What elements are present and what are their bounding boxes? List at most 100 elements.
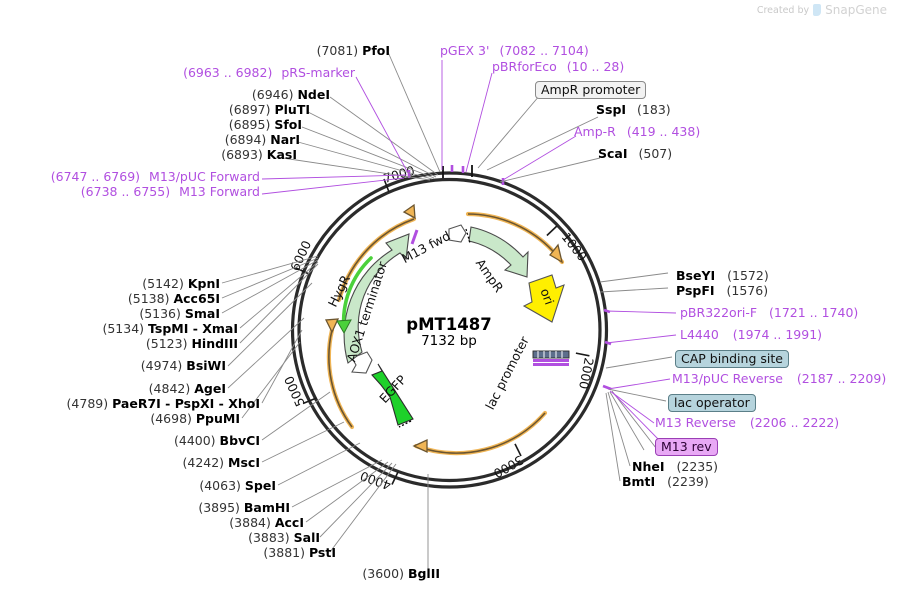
- label-kpnI[interactable]: (5142) KpnI: [60, 276, 220, 291]
- label-pstI[interactable]: (3881) PstI: [136, 545, 336, 560]
- label-bamHI[interactable]: (3895) BamHI: [90, 500, 290, 515]
- label-ppuMI-name: PpuMI: [195, 411, 240, 426]
- label-m13-puc-reverse-pos: (2187 .. 2209): [796, 371, 887, 386]
- label-prs-marker-name: pRS-marker: [281, 65, 355, 80]
- label-m13-forward[interactable]: (6738 .. 6755) M13 Forward: [58, 185, 260, 199]
- feature-m13-fwd: [410, 229, 419, 245]
- label-m13-puc-forward[interactable]: (6747 .. 6769) M13/pUC Forward: [48, 170, 260, 184]
- label-mscI[interactable]: (4242) MscI: [60, 455, 260, 470]
- label-m13-rev[interactable]: M13 rev: [655, 438, 718, 457]
- label-sfoI-name: SfoI: [274, 117, 302, 132]
- label-smaI-pos: (5136): [139, 306, 181, 321]
- label-ageI[interactable]: (4842) AgeI: [60, 381, 226, 396]
- label-m13-puc-reverse[interactable]: M13/pUC Reverse (2187 .. 2209): [672, 371, 887, 386]
- label-pspFI-pos: (1576): [726, 283, 769, 298]
- label-bseYI[interactable]: BseYI (1572): [676, 269, 769, 283]
- label-accI-name: AccI: [274, 515, 304, 530]
- label-ampr-promoter[interactable]: AmpR promoter: [535, 81, 647, 100]
- orientation-arrowheads: [324, 203, 563, 454]
- feature-ori: [522, 274, 565, 323]
- label-acc65I[interactable]: (5138) Acc65I: [60, 292, 220, 306]
- label-mscI-pos: (4242): [182, 455, 225, 470]
- label-pstI-name: PstI: [308, 545, 336, 560]
- label-bsiWI[interactable]: (4974) BsiWI: [60, 358, 226, 373]
- leader-lines-left: [221, 255, 429, 572]
- label-pbr322ori-f-name: pBR322ori-F: [680, 305, 758, 320]
- label-salI[interactable]: (3883) SalI: [120, 530, 320, 545]
- label-l4440[interactable]: L4440 (1974 .. 1991): [680, 327, 823, 342]
- label-pbrforeco[interactable]: pBRforEco (10 .. 28): [492, 59, 625, 74]
- plasmid-name: pMT1487: [406, 315, 492, 334]
- label-scaI[interactable]: ScaI (507): [598, 146, 672, 161]
- label-tspmI-pos: (5134): [102, 321, 145, 336]
- cut-site-ticks: [442, 165, 473, 178]
- label-narI[interactable]: (6894) NarI: [168, 132, 300, 147]
- label-kasI[interactable]: (6893) KasI: [165, 147, 297, 162]
- label-kasI-name: KasI: [266, 147, 297, 162]
- label-accI-pos: (3884): [229, 515, 271, 530]
- plasmid-size: 7132 bp: [421, 333, 477, 349]
- label-paeR7I-pspXI-xhoI[interactable]: (4789) PaeR7I - PspXI - XhoI: [8, 397, 260, 411]
- label-narI-name: NarI: [270, 132, 300, 147]
- label-bamHI-name: BamHI: [243, 500, 290, 515]
- label-ppuMI-pos: (4698): [150, 411, 192, 426]
- svg-text:4000: 4000: [358, 468, 393, 493]
- label-nheI-pos: (2235): [676, 459, 719, 474]
- label-ndeI-pos: (6946): [251, 87, 294, 102]
- label-sfoI[interactable]: (6895) SfoI: [172, 117, 302, 132]
- feature-hygr: [343, 233, 410, 364]
- label-nheI[interactable]: NheI (2235): [632, 459, 719, 474]
- label-bsiWI-pos: (4974): [140, 358, 183, 373]
- watermark-created-by: Created by: [756, 4, 810, 16]
- label-bbvCI[interactable]: (4400) BbvCI: [60, 433, 260, 448]
- label-cap-binding-site[interactable]: CAP binding site: [675, 350, 789, 369]
- label-pgex3[interactable]: pGEX 3' (7082 .. 7104): [440, 44, 589, 58]
- label-l4440-pos: (1974 .. 1991): [732, 327, 823, 342]
- watermark-brand: SnapGene: [825, 3, 887, 17]
- label-pfoI[interactable]: (7081) PfoI: [210, 44, 390, 58]
- feature-hygr-inner-arrowhead: [336, 319, 352, 335]
- label-hindIII[interactable]: (5123) HindIII: [60, 337, 238, 351]
- label-pluTI-pos: (6897): [228, 102, 271, 117]
- label-bmtI[interactable]: BmtI (2239): [622, 475, 709, 489]
- label-pspFI[interactable]: PspFI (1576): [676, 283, 769, 298]
- label-pbrforeco-pos: (10 .. 28): [566, 59, 625, 74]
- label-speI[interactable]: (4063) SpeI: [76, 479, 276, 493]
- label-sspI-name: SspI: [596, 102, 627, 117]
- svg-text:2000: 2000: [576, 356, 597, 390]
- label-ndeI[interactable]: (6946) NdeI: [195, 87, 330, 102]
- label-nheI-name: NheI: [632, 459, 665, 474]
- label-scaI-name: ScaI: [598, 146, 628, 161]
- label-ppuMI[interactable]: (4698) PpuMI: [60, 411, 240, 426]
- label-smaI[interactable]: (5136) SmaI: [60, 306, 220, 321]
- label-bbvCI-name: BbvCI: [219, 433, 260, 448]
- label-bamHI-pos: (3895): [198, 500, 240, 515]
- label-pbrforeco-name: pBRforEco: [492, 59, 557, 74]
- label-prs-marker[interactable]: (6963 .. 6982) pRS-marker: [150, 65, 355, 80]
- label-ndeI-name: NdeI: [297, 87, 330, 102]
- label-smaI-name: SmaI: [184, 306, 220, 321]
- label-kpnI-name: KpnI: [187, 276, 220, 291]
- label-sfoI-pos: (6895): [228, 117, 271, 132]
- label-mscI-name: MscI: [228, 455, 260, 470]
- label-kasI-pos: (6893): [221, 147, 263, 162]
- label-accI[interactable]: (3884) AccI: [104, 515, 304, 530]
- label-amp-r[interactable]: Amp-R (419 .. 438): [574, 125, 700, 139]
- label-tspmI-xmaI[interactable]: (5134) TspMI - XmaI: [50, 321, 238, 336]
- label-pluTI-name: PluTI: [274, 102, 310, 117]
- label-salI-name: SalI: [293, 530, 320, 545]
- label-m13-reverse-pos: (2206 .. 2222): [749, 415, 840, 430]
- label-pluTI[interactable]: (6897) PluTI: [175, 102, 310, 117]
- label-sspI[interactable]: SspI (183): [596, 102, 671, 117]
- label-salI-pos: (3883): [248, 530, 290, 545]
- leader-lines-right-purple: [605, 310, 677, 442]
- label-lac-operator[interactable]: lac operator: [668, 394, 756, 413]
- label-bglII[interactable]: (3600) BglII: [240, 567, 440, 581]
- label-bbvCI-pos: (4400): [173, 433, 216, 448]
- label-m13-reverse[interactable]: M13 Reverse (2206 .. 2222): [655, 415, 840, 430]
- label-pbr322ori-f[interactable]: pBR322ori-F (1721 .. 1740): [680, 305, 858, 320]
- label-ageI-name: AgeI: [194, 381, 226, 396]
- leader-lines-top: [275, 51, 601, 183]
- label-kpnI-pos: (5142): [142, 276, 184, 291]
